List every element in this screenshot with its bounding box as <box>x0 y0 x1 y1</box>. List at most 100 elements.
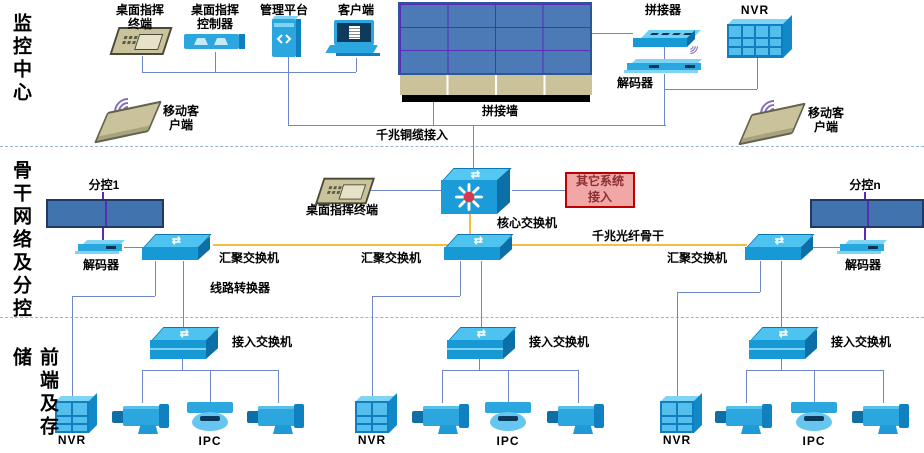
connector <box>814 370 815 403</box>
bullet-camera-icon <box>852 402 914 434</box>
connector <box>664 47 665 60</box>
bullet-camera-icon <box>112 402 174 434</box>
desktop-terminal-label: 桌面指挥终端 <box>305 203 378 217</box>
sub-control-1-screen <box>46 199 164 228</box>
connector <box>142 72 356 73</box>
connector <box>781 261 782 330</box>
bullet-camera-icon <box>247 402 309 434</box>
decoder-label: 解码器 <box>844 258 881 272</box>
connector <box>473 125 474 168</box>
connector <box>442 370 443 403</box>
video-wall-base <box>398 75 592 95</box>
sub-control-n-label: 分控n <box>849 178 881 192</box>
connector <box>288 57 289 72</box>
section-label-monitoring-center: 监控中心 <box>10 13 31 105</box>
splicer-icon <box>633 30 701 47</box>
client-label: 客户端 <box>337 3 374 17</box>
bullet-camera-icon <box>715 402 777 434</box>
connector <box>124 247 142 248</box>
decoder-label: 解码器 <box>616 76 653 90</box>
connector <box>72 296 155 297</box>
connector <box>677 292 760 293</box>
bullet-camera-icon <box>547 402 609 434</box>
connector <box>288 72 289 125</box>
access-switch-label: 接入交换机 <box>231 335 292 349</box>
client-computer-icon <box>325 20 382 58</box>
decoder-icon <box>624 59 703 75</box>
access-switch-label: 接入交换机 <box>528 335 589 349</box>
connector <box>182 358 183 370</box>
connector <box>664 89 757 90</box>
desktop-controller-label: 桌面指挥控制器 <box>190 3 239 32</box>
copper-access-label: 千兆铜缆接入 <box>375 128 448 142</box>
connector <box>215 52 216 72</box>
connector <box>883 370 884 403</box>
connector <box>433 102 434 125</box>
desktop-terminal-icon <box>315 177 375 205</box>
connector <box>592 33 633 34</box>
other-system-access-box: 其它系统接入 <box>565 172 635 208</box>
connector <box>372 296 373 397</box>
decoder-icon <box>837 240 887 256</box>
connector <box>677 292 678 397</box>
dome-camera-icon <box>791 402 837 434</box>
connector <box>508 370 509 403</box>
connector <box>372 296 460 297</box>
splicer-label: 拼接器 <box>644 3 681 17</box>
nvr-label: NVR <box>357 433 387 447</box>
ipc-label: IPC <box>198 434 222 448</box>
section-label-frontend-storage: 前端及存储 <box>10 347 58 439</box>
mobile-client-label: 移动客户端 <box>807 106 844 135</box>
connector <box>142 56 143 72</box>
connector <box>812 247 840 248</box>
video-wall-label: 拼接墙 <box>481 104 518 118</box>
connector <box>512 190 565 191</box>
connector <box>72 296 73 397</box>
sync-icon <box>276 34 292 44</box>
connector <box>460 261 461 296</box>
video-wall-bar <box>402 95 590 102</box>
nvr-label: NVR <box>662 433 692 447</box>
connector <box>278 370 279 403</box>
section-label-backbone-network: 骨干网络及分控 <box>10 160 31 321</box>
connector <box>366 190 441 191</box>
access-switch-icon: ⇄ <box>749 327 819 359</box>
connector <box>481 261 482 330</box>
aggregation-switch-label: 汇聚交换机 <box>666 251 727 265</box>
sub-control-n-screen <box>810 199 924 228</box>
aggregation-switch-icon: ⇄ <box>444 234 516 262</box>
connector <box>142 370 143 403</box>
mobile-client-label: 移动客户端 <box>162 104 199 133</box>
connector <box>664 74 665 125</box>
bullet-camera-icon <box>412 402 474 434</box>
connector <box>760 261 761 292</box>
sub-control-1-label: 分控1 <box>88 178 120 192</box>
aggregation-switch-icon: ⇄ <box>745 234 817 262</box>
connector <box>442 370 578 371</box>
nvr-icon <box>355 393 399 433</box>
connector <box>155 261 156 296</box>
core-switch-label: 核心交换机 <box>496 216 557 230</box>
management-platform-icon <box>271 16 302 57</box>
aggregation-switch-icon: ⇄ <box>142 234 214 262</box>
desktop-terminal-label: 桌面指挥终端 <box>115 3 164 32</box>
document-icon <box>348 26 360 39</box>
desktop-controller-icon <box>184 31 246 51</box>
access-switch-icon: ⇄ <box>447 327 517 359</box>
section-divider <box>0 317 924 318</box>
access-switch-icon: ⇄ <box>150 327 220 359</box>
nvr-icon <box>55 393 99 433</box>
line-converter-label: 线路转换器 <box>209 281 270 295</box>
connector <box>781 358 782 370</box>
ipc-label: IPC <box>496 434 520 448</box>
connector <box>210 370 211 403</box>
section-divider <box>0 146 924 147</box>
connector <box>183 261 184 330</box>
aggregation-switch-label: 汇聚交换机 <box>218 251 279 265</box>
ipc-label: IPC <box>802 434 826 448</box>
connector <box>288 125 666 126</box>
dome-camera-icon <box>187 402 233 434</box>
connector <box>479 358 480 370</box>
connector <box>356 58 357 72</box>
